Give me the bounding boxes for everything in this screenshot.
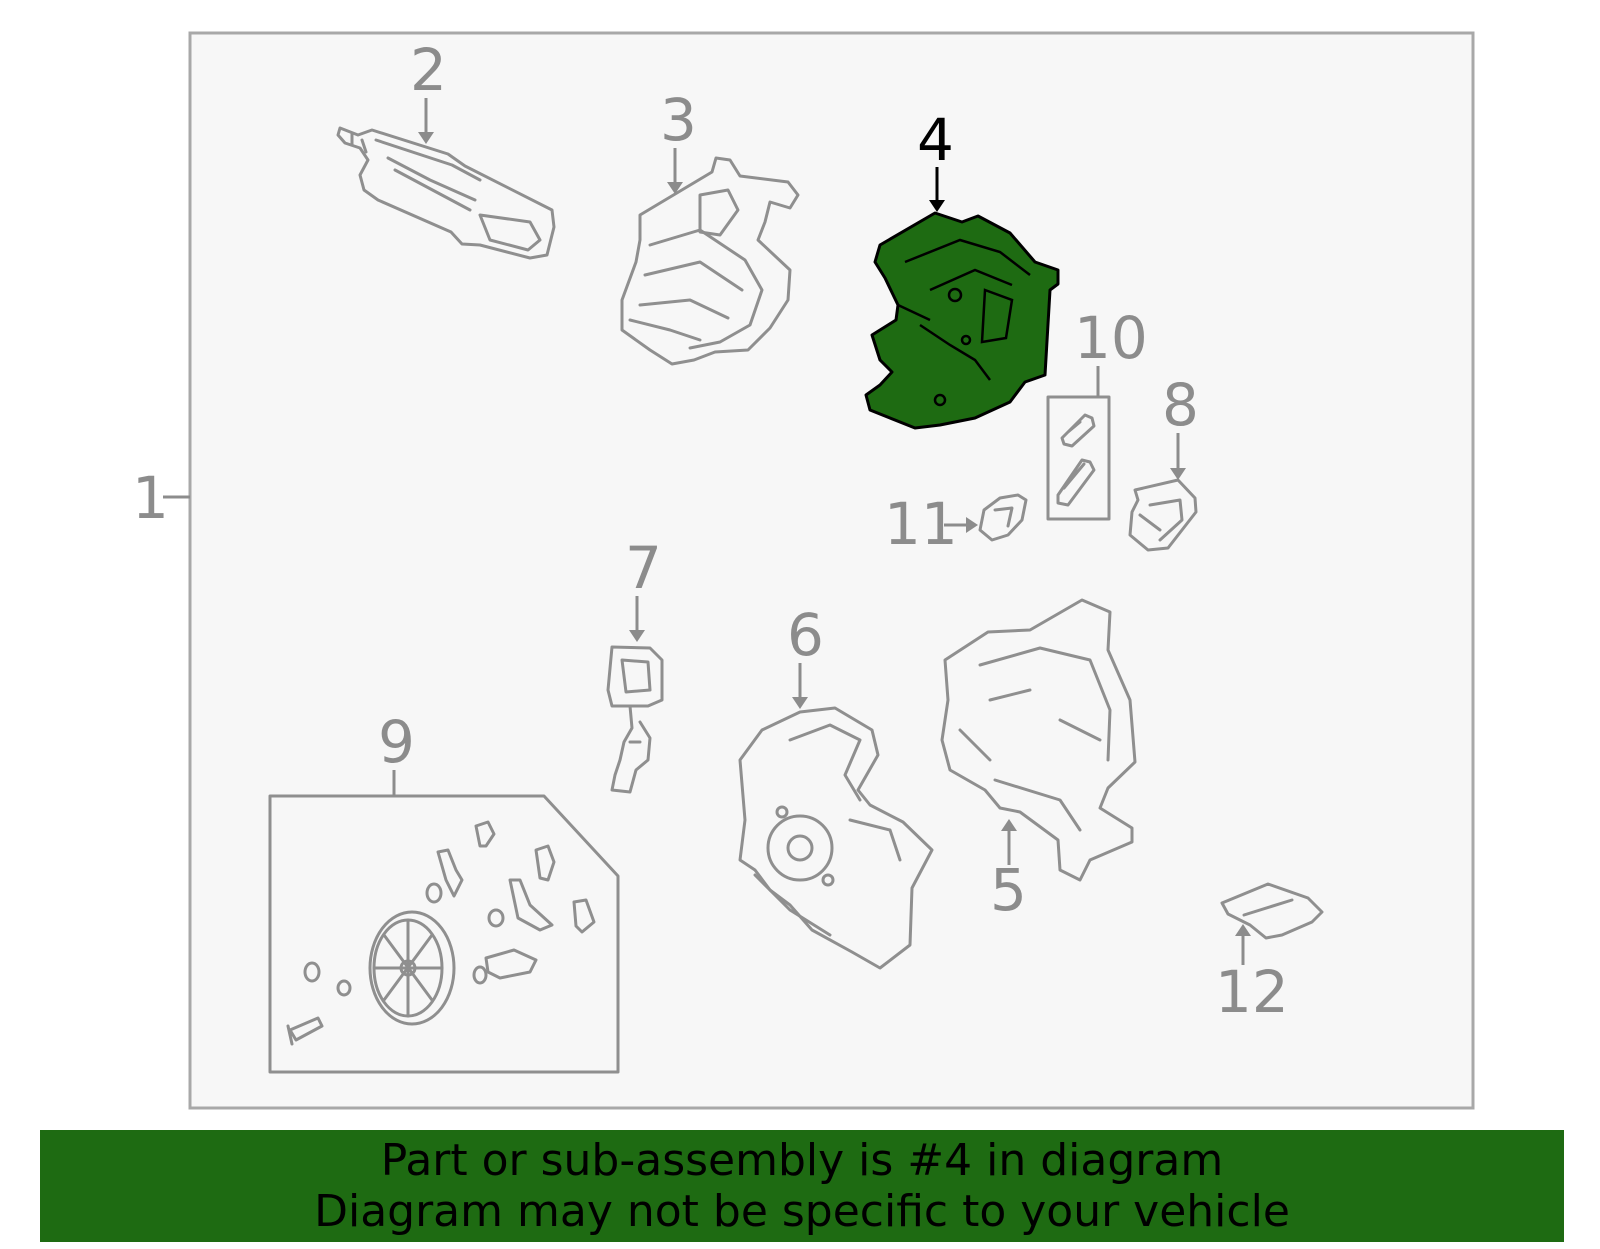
callout-12: 12 <box>1215 958 1289 1026</box>
part-10-box <box>1046 395 1111 521</box>
part-9-box <box>268 794 620 1074</box>
callout-2: 2 <box>410 36 447 104</box>
part-10-screws <box>1056 413 1096 507</box>
banner-line-1: Part or sub-assembly is #4 in diagram <box>380 1135 1224 1186</box>
part-6 <box>738 706 934 970</box>
diagram-panel <box>188 31 1475 1110</box>
part-12 <box>1220 882 1324 940</box>
callout-8: 8 <box>1162 371 1199 439</box>
callout-5: 5 <box>990 856 1027 924</box>
callout-9: 9 <box>378 708 415 776</box>
banner-line-2: Diagram may not be specific to your vehi… <box>314 1186 1290 1237</box>
banner-background <box>40 1130 1564 1242</box>
arrow-3 <box>667 182 683 194</box>
part-7 <box>606 645 664 794</box>
part-11 <box>978 493 1028 542</box>
arrow-7 <box>629 630 645 642</box>
info-banner: Part or sub-assembly is #4 in diagram Di… <box>40 1130 1564 1242</box>
part-4-highlighted <box>864 211 1060 430</box>
part-5 <box>940 598 1137 882</box>
part-8 <box>1128 478 1198 552</box>
callout-7: 7 <box>625 534 662 602</box>
arrow-8 <box>1170 468 1186 480</box>
part-3 <box>620 156 800 366</box>
arrow-5 <box>1001 819 1017 831</box>
part-9-components <box>286 820 596 1046</box>
callout-3: 3 <box>660 86 697 154</box>
arrow-4 <box>929 200 945 212</box>
callout-1: 1 <box>132 464 169 532</box>
arrow-11 <box>966 517 978 533</box>
arrow-12 <box>1235 924 1251 936</box>
callout-10: 10 <box>1074 304 1148 372</box>
arrow-2 <box>418 132 434 144</box>
callout-6: 6 <box>787 601 824 669</box>
part-2 <box>336 126 556 260</box>
arrow-6 <box>792 697 808 709</box>
callout-4: 4 <box>917 106 954 174</box>
part-6-motor-ring <box>766 814 834 882</box>
